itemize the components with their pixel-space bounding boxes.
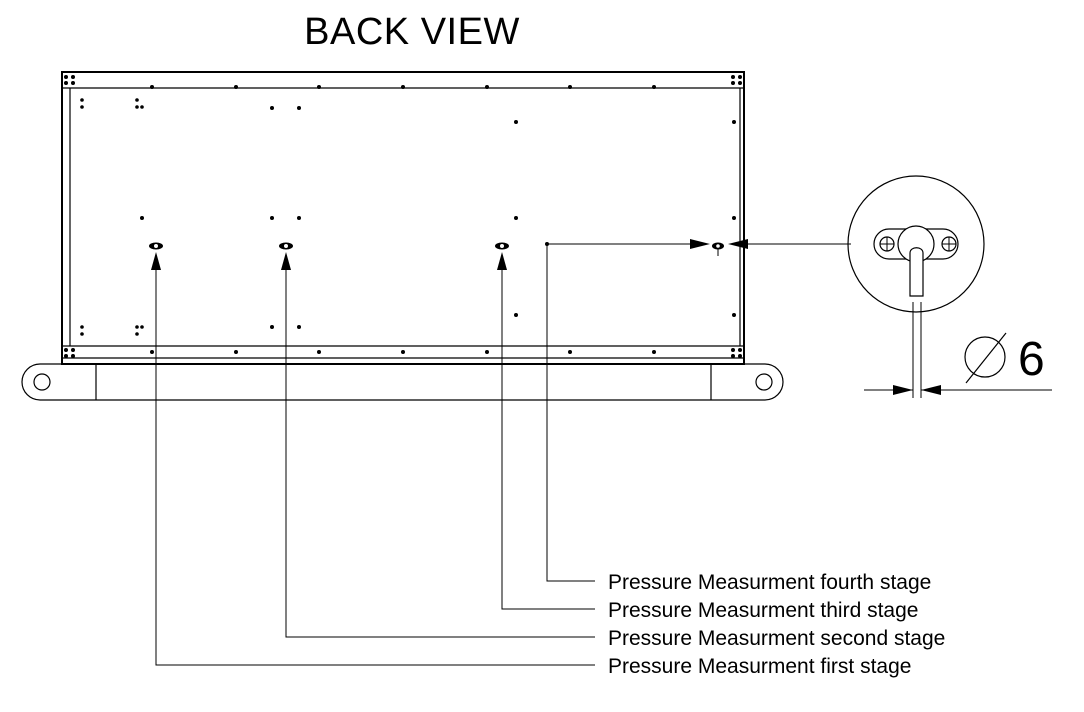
- skid-left-lifting-hole: [33, 373, 51, 391]
- dimension-arrow-right: [921, 385, 941, 395]
- detail-nipple-stem: [909, 247, 924, 297]
- leader-line-stage-1: [155, 265, 595, 666]
- detail-arrow-right: [728, 239, 748, 249]
- detail-arrow-left: [690, 239, 710, 249]
- dimension-value: 6: [1018, 333, 1045, 386]
- pressure-port-stage-2: [279, 242, 595, 638]
- skid-right-lifting-hole: [755, 373, 773, 391]
- cabinet-body: [61, 71, 745, 365]
- skid-outline: [21, 363, 784, 401]
- diameter-dimension: 6: [864, 302, 1052, 398]
- callout-label-third-stage: Pressure Measurment third stage: [608, 599, 918, 622]
- cabinet-outer-frame: [61, 71, 745, 365]
- dimension-arrow-left: [893, 385, 913, 395]
- detail-circle: [847, 175, 985, 313]
- drawing-title: BACK VIEW: [304, 11, 520, 53]
- detail-view-pressure-port: [847, 175, 985, 313]
- callout-label-first-stage: Pressure Measurment first stage: [608, 655, 911, 678]
- leader-line-stage-2: [285, 265, 595, 638]
- leader-line-stage-4: [546, 244, 595, 582]
- leader-line-stage-3: [501, 265, 595, 610]
- pressure-port-stage-3: [495, 242, 595, 610]
- detail-flange: [873, 228, 959, 260]
- base-skid: [21, 363, 784, 401]
- callout-label-second-stage: Pressure Measurment second stage: [608, 627, 945, 650]
- pressure-port-stage-1: [149, 242, 595, 666]
- panel-screws: [64, 75, 742, 358]
- callout-label-fourth-stage: Pressure Measurment fourth stage: [608, 571, 931, 594]
- pressure-port-stage-4: [545, 239, 851, 582]
- diameter-symbol-icon: [964, 336, 1006, 378]
